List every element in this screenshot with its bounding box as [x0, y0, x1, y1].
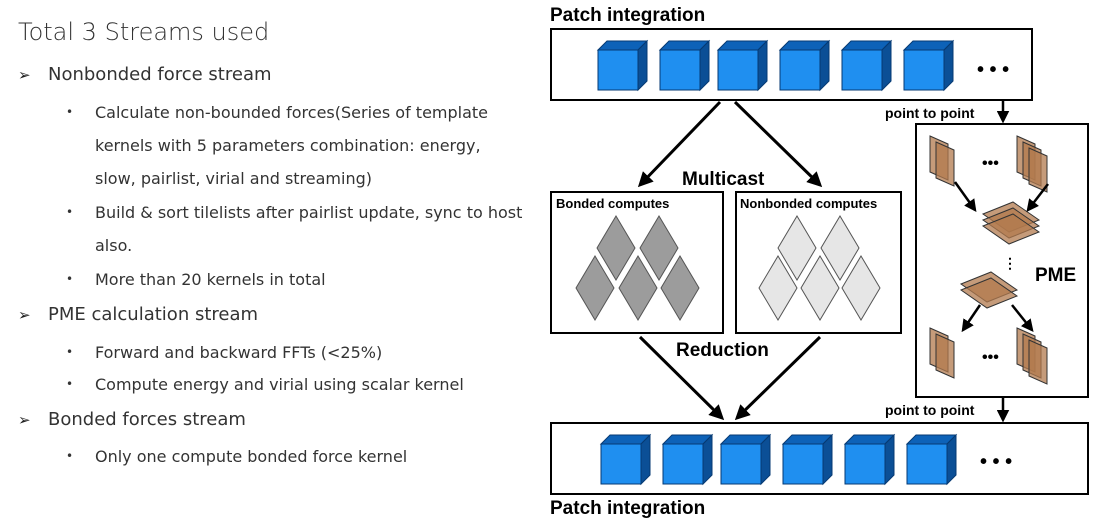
diamond-icon [618, 255, 658, 321]
reduction-arrow-left [638, 335, 725, 421]
stream-nonbonded: ➢ Nonbonded force stream [18, 64, 272, 85]
multicast-label: Multicast [682, 169, 765, 190]
pme-arrow [953, 181, 977, 213]
bullet-arrow-icon: ➢ [18, 306, 31, 324]
pme-grid-planes: ••• ⋮ ••• [929, 135, 1049, 385]
diamond-icon [639, 215, 679, 281]
patch-integration-bottom-label: Patch integration [550, 498, 705, 519]
grid-plane-stack-icon [929, 135, 955, 187]
streams-heading: Total 3 Streams used [18, 18, 270, 46]
list-item: • Calculate non-bounded forces(Series of… [66, 96, 526, 195]
stream-label: Bonded forces stream [48, 409, 246, 430]
point-to-point-bottom-label: point to point [885, 402, 975, 418]
stream-label: PME calculation stream [48, 304, 259, 325]
ellipsis-top: • • • [977, 59, 1009, 81]
diamond-icon [660, 255, 700, 321]
cube-row-bottom [599, 433, 958, 486]
multicast-arrow-right [733, 100, 823, 188]
bonded-diamonds [575, 215, 700, 321]
grid-plane-stack-icon [981, 201, 1041, 245]
cube-icon [599, 433, 652, 486]
ellipsis-pme-vertical: ⋮ [1003, 255, 1017, 271]
cube-icon [843, 433, 896, 486]
multicast-arrow-left [637, 100, 722, 188]
list-item-text: Build & sort tilelists after pairlist up… [95, 203, 523, 255]
diamond-icon [800, 255, 840, 321]
diamond-icon [758, 255, 798, 321]
bullet-dot-icon: • [66, 377, 74, 391]
list-item: • Only one compute bonded force kernel [66, 440, 526, 473]
list-item: • Compute energy and virial using scalar… [66, 368, 526, 401]
nonbonded-diamonds [758, 215, 881, 321]
bonded-computes-label: Bonded computes [556, 196, 669, 211]
point-to-point-top-label: point to point [885, 105, 975, 121]
grid-plane-stack-icon [1016, 135, 1048, 193]
list-item: • Forward and backward FFTs (<25%) [66, 336, 526, 369]
list-item-text: Only one compute bonded force kernel [95, 447, 408, 466]
grid-plane-stack-icon [929, 327, 955, 379]
cube-icon [902, 39, 955, 92]
stream-label: Nonbonded force stream [48, 64, 272, 85]
bullet-dot-icon: • [66, 205, 74, 219]
list-item-text: More than 20 kernels in total [95, 270, 326, 289]
cube-icon [658, 39, 711, 92]
list-item-text: Compute energy and virial using scalar k… [95, 375, 464, 394]
ellipsis-pme-bottom: ••• [982, 349, 999, 366]
cube-icon [661, 433, 714, 486]
bullet-dot-icon: • [66, 105, 74, 119]
cube-icon [716, 39, 769, 92]
diamond-icon [841, 255, 881, 321]
reduction-arrow-right [734, 335, 822, 421]
stream-bonded: ➢ Bonded forces stream [18, 409, 246, 430]
nonbonded-computes-label: Nonbonded computes [740, 196, 877, 211]
patch-integration-top-label: Patch integration [550, 5, 705, 26]
diamond-icon [575, 255, 615, 321]
bullet-arrow-icon: ➢ [18, 411, 31, 429]
ellipsis-pme-top: ••• [982, 155, 999, 172]
cube-icon [905, 433, 958, 486]
diamond-icon [777, 215, 817, 281]
stream-pme: ➢ PME calculation stream [18, 304, 258, 325]
bullet-dot-icon: • [66, 449, 74, 463]
cube-icon [781, 433, 834, 486]
cube-icon [596, 39, 649, 92]
diamond-icon [820, 215, 860, 281]
bullet-arrow-icon: ➢ [18, 66, 31, 84]
bullet-dot-icon: • [66, 345, 74, 359]
list-item: • Build & sort tilelists after pairlist … [66, 196, 526, 262]
reduction-label: Reduction [676, 340, 769, 361]
cube-icon [719, 433, 772, 486]
cube-row-top [596, 39, 955, 92]
pme-arrow [1026, 183, 1049, 212]
bullet-dot-icon: • [66, 272, 74, 286]
ellipsis-bottom: • • • [980, 451, 1012, 473]
cube-icon [778, 39, 831, 92]
diamond-icon [596, 215, 636, 281]
grid-plane-stack-icon [1016, 327, 1048, 385]
pme-arrow [1011, 304, 1034, 332]
grid-plane-stack-icon [959, 271, 1019, 309]
pme-arrow [961, 304, 982, 333]
list-item: • More than 20 kernels in total [66, 263, 526, 296]
cube-icon [840, 39, 893, 92]
list-item-text: Forward and backward FFTs (<25%) [95, 343, 383, 362]
list-item-text: Calculate non-bounded forces(Series of t… [95, 103, 489, 188]
stream-list-panel: Total 3 Streams used ➢ Nonbonded force st… [0, 0, 540, 523]
pme-label: PME [1035, 265, 1076, 286]
